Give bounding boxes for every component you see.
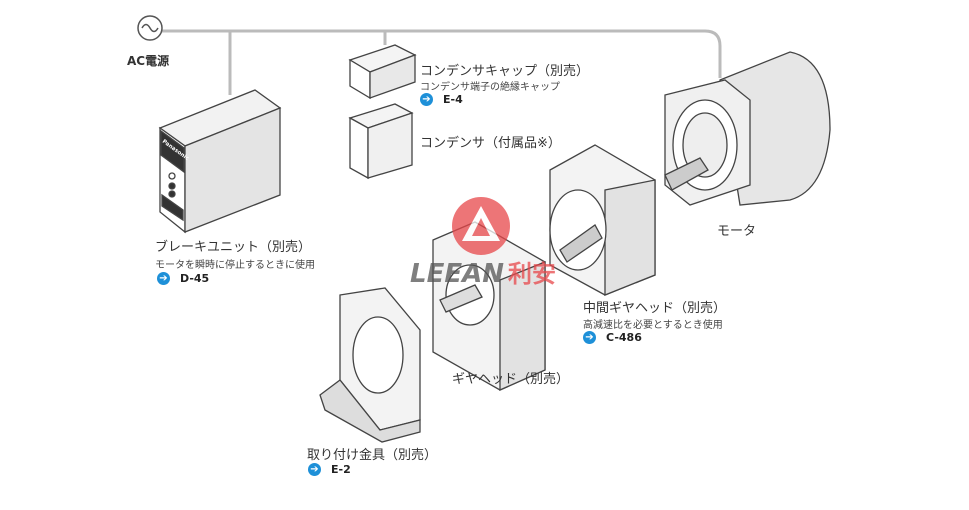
brake-unit-drawing bbox=[158, 89, 282, 234]
capacitor-drawing bbox=[348, 103, 414, 180]
ref-code: E-2 bbox=[331, 463, 351, 476]
wires bbox=[150, 29, 722, 95]
svg-text:LEEAN: LEEAN bbox=[410, 259, 504, 289]
motor-title: モータ bbox=[717, 224, 757, 239]
brake-unit-title: ブレーキユニット（別売） bbox=[155, 240, 312, 255]
arrow-right-icon: ➔ bbox=[157, 272, 170, 285]
middle-gearhead-ref[interactable]: ➔ C-486 bbox=[583, 331, 642, 344]
bracket-ref[interactable]: ➔ E-2 bbox=[308, 463, 351, 476]
watermark-logo: LEEAN 利安 bbox=[408, 196, 558, 291]
capacitor-cap-ref[interactable]: ➔ E-4 bbox=[420, 93, 463, 106]
capacitor-title: コンデンサ（付属品※） bbox=[420, 136, 561, 151]
bracket-drawing bbox=[319, 287, 421, 443]
capacitor-cap-drawing bbox=[348, 44, 417, 100]
arrow-right-icon: ➔ bbox=[583, 331, 596, 344]
brake-unit-desc: モータを瞬時に停止するときに使用 bbox=[155, 260, 315, 271]
middle-gearhead-drawing bbox=[549, 144, 656, 296]
arrow-right-icon: ➔ bbox=[308, 463, 321, 476]
gearhead-drawing bbox=[432, 221, 546, 392]
ac-sine-icon bbox=[137, 15, 163, 41]
ref-code: D-45 bbox=[180, 272, 210, 285]
capacitor-cap-title: コンデンサキャップ（別売） bbox=[420, 64, 590, 79]
arrow-right-icon: ➔ bbox=[420, 93, 433, 106]
svg-text:利安: 利安 bbox=[508, 260, 556, 288]
ref-code: E-4 bbox=[443, 93, 463, 106]
bracket-title: 取り付け金具（別売） bbox=[307, 448, 438, 463]
ref-code: C-486 bbox=[606, 331, 642, 344]
middle-gearhead-desc: 高減速比を必要とするとき使用 bbox=[583, 320, 723, 331]
motor-drawing bbox=[664, 51, 831, 206]
brake-unit-ref[interactable]: ➔ D-45 bbox=[157, 272, 209, 285]
gearhead-title: ギヤヘッド（別売） bbox=[452, 372, 570, 387]
middle-gearhead-title: 中間ギヤヘッド（別売） bbox=[583, 301, 727, 316]
capacitor-cap-desc: コンデンサ端子の絶縁キャップ bbox=[420, 82, 560, 93]
ac-power-label: AC電源 bbox=[127, 54, 170, 68]
